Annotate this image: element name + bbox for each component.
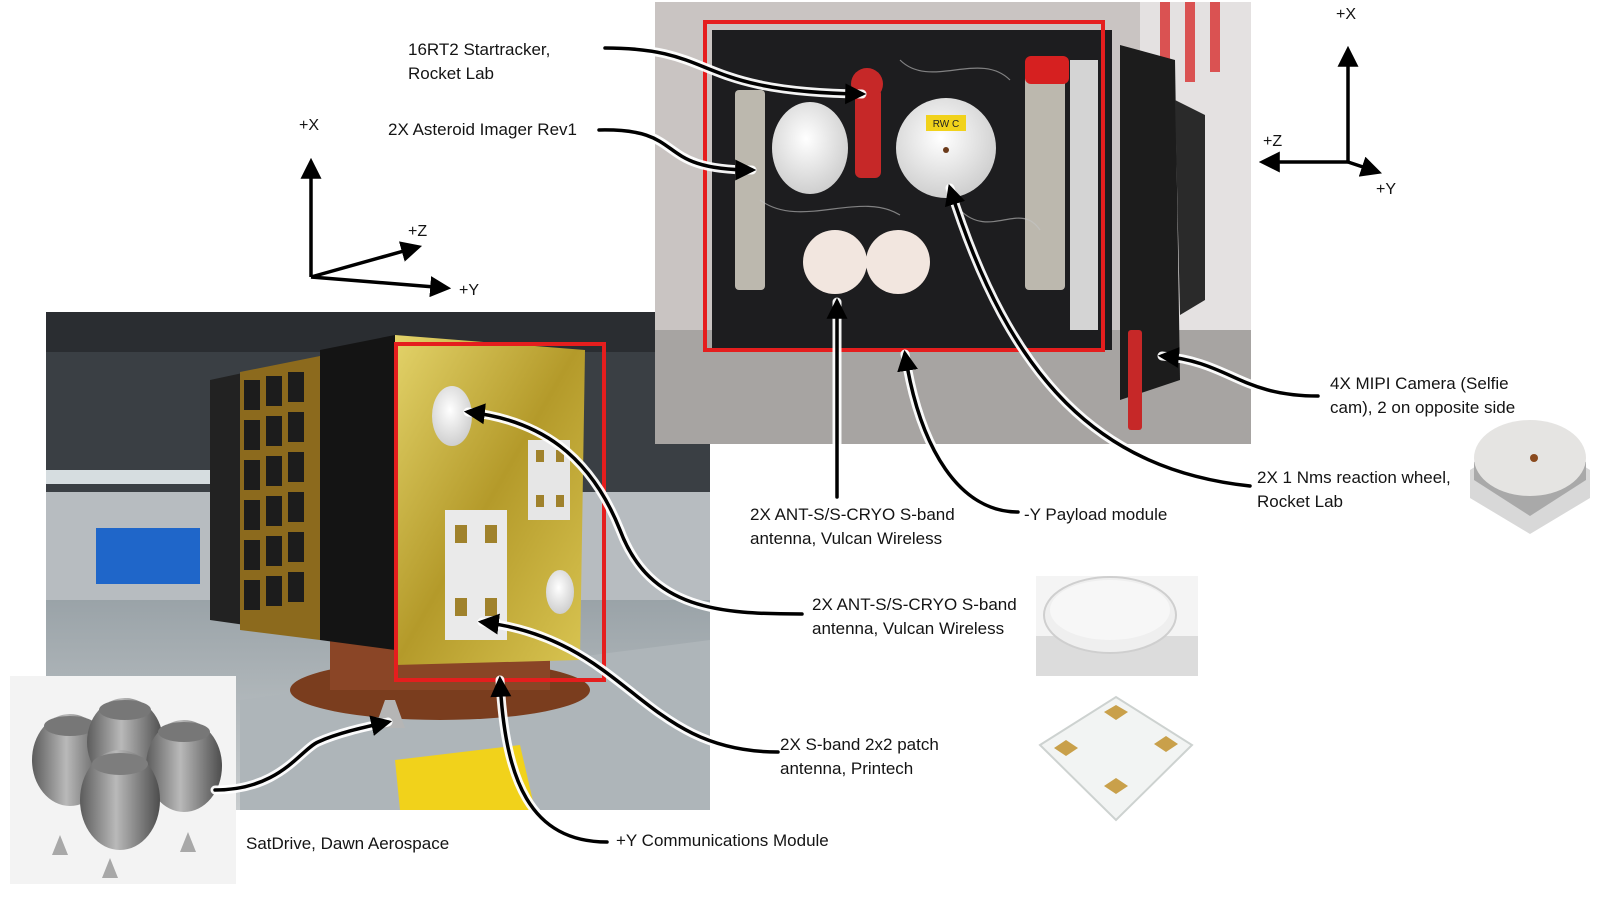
inset-reaction-wheel [1470,420,1590,534]
label-comm-module: +Y Communications Module [616,831,829,850]
photo-comm-module [46,312,710,810]
axis-left-x-label: +X [299,117,320,134]
label-reaction-wheel: 2X 1 Nms reaction wheel, Rocket Lab [1257,468,1451,511]
payload-antenna-disc-1 [803,230,867,294]
payload-antenna-disc-2 [866,230,930,294]
antenna-disc-upper [432,386,472,446]
leader-ant-bottom [463,403,804,616]
leader-reaction-wheel [944,183,1252,488]
rw-tag-text: RW C [933,119,959,130]
inset-s-band-antenna [1036,576,1198,676]
label-ant-top: 2X ANT-S/S-CRYO S-band antenna, Vulcan W… [750,505,955,548]
label-startracker: 16RT2 Startracker, Rocket Lab [408,40,551,83]
tank-right [1025,60,1065,290]
leader-payload-module [897,349,1020,514]
leader-asteroid-imager [597,128,757,181]
leader-startracker [603,46,867,105]
photo-payload-module: RW C [655,2,1251,444]
label-patch-antenna: 2X S-band 2x2 patch antenna, Printech [780,735,939,778]
label-asteroid-imager: 2X Asteroid Imager Rev1 [388,120,577,139]
axis-right-z-label: +Z [1263,133,1283,150]
axis-left-z-label: +Z [408,223,428,240]
label-ant-bottom: 2X ANT-S/S-CRYO S-band antenna, Vulcan W… [812,595,1017,638]
axis-right-y-label: +Y [1376,181,1397,198]
axis-right-x-label: +X [1336,6,1357,23]
leader-patch-antenna [477,613,780,754]
attention-sign [395,745,535,810]
label-satdrive: SatDrive, Dawn Aerospace [246,834,450,853]
leader-satdrive [213,715,393,792]
leader-mipi-camera [1157,347,1320,398]
axes-left [300,157,452,298]
thruster-tanks [32,698,222,878]
inset-patch-antenna [1038,695,1194,822]
leader-comm-module [490,675,609,844]
axis-left-y-label: +Y [459,282,480,299]
startracker-hood [855,88,881,178]
label-payload-module: -Y Payload module [1024,505,1168,524]
photo-satdrive [10,676,236,884]
imager-disc [772,102,848,194]
camera-tag [1128,330,1142,430]
axes-right [1258,45,1382,177]
leader-lines [213,46,1320,844]
background-monitor [96,528,200,584]
label-mipi-camera: 4X MIPI Camera (Selfie cam), 2 on opposi… [1330,374,1516,417]
